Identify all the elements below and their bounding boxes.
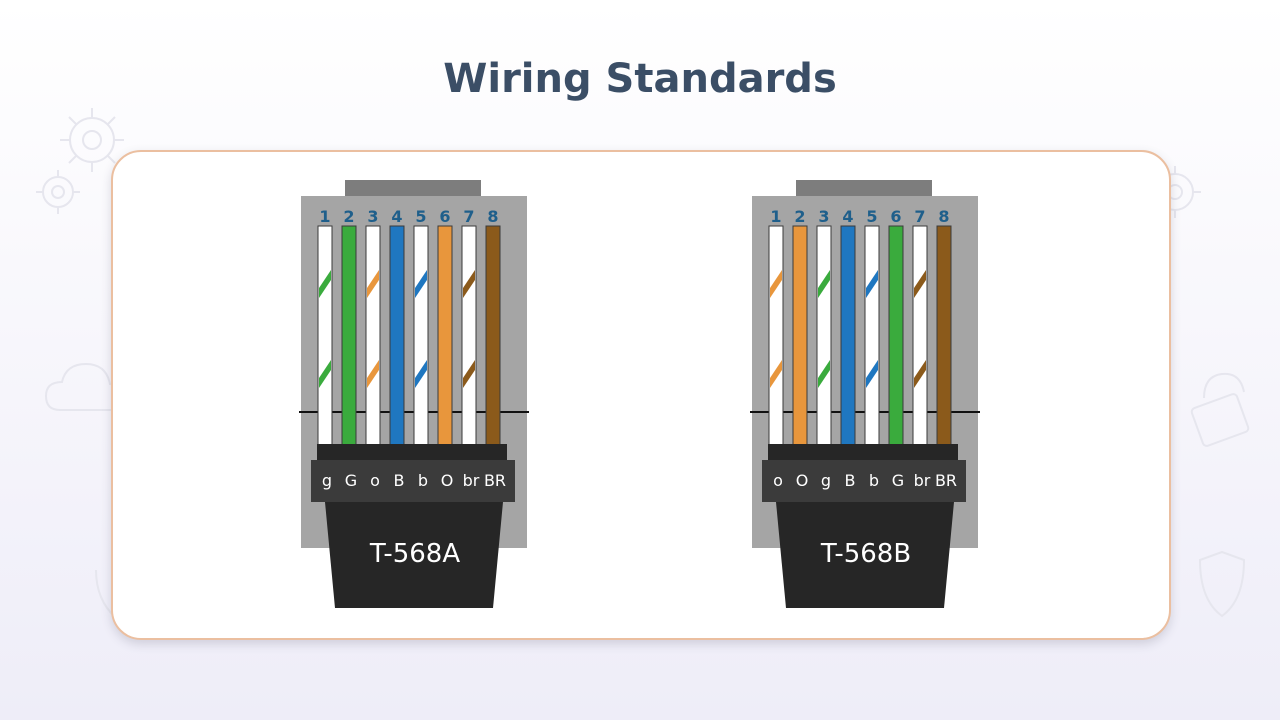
wire xyxy=(936,225,952,447)
wire-stripe xyxy=(463,360,475,388)
lock-icon xyxy=(1190,372,1250,447)
color-code-label: BR xyxy=(484,471,506,490)
content-card xyxy=(111,150,1171,640)
pin-number: 1 xyxy=(770,207,781,226)
pin-number: 6 xyxy=(890,207,901,226)
shield-icon xyxy=(1198,550,1246,618)
wire-stripe xyxy=(319,360,331,388)
wire-stripe xyxy=(866,360,878,388)
pin-number: 7 xyxy=(463,207,474,226)
standard-label: T-568A xyxy=(369,539,461,569)
color-code-label: o xyxy=(773,471,783,490)
pin-number: 4 xyxy=(842,207,853,226)
color-code-label: g xyxy=(821,471,831,490)
wire xyxy=(317,225,333,447)
wire-stripe xyxy=(914,270,926,298)
wire-pin-7: 7 xyxy=(912,207,928,447)
wire xyxy=(437,225,453,447)
color-code-bar xyxy=(762,460,966,502)
wire xyxy=(341,225,357,447)
wire xyxy=(389,225,405,447)
wire-pin-4: 4 xyxy=(840,207,856,447)
pin-number: 2 xyxy=(343,207,354,226)
wire-pin-4: 4 xyxy=(389,207,405,447)
wire xyxy=(816,225,832,447)
connector-clip xyxy=(796,180,932,196)
color-code-label: O xyxy=(796,471,809,490)
wire-stripe xyxy=(818,270,830,298)
wire xyxy=(912,225,928,447)
wire-stripe xyxy=(415,270,427,298)
wire xyxy=(413,225,429,447)
wire-pin-5: 5 xyxy=(413,207,429,447)
pin-number: 3 xyxy=(818,207,829,226)
pin-number: 6 xyxy=(439,207,450,226)
gear-icon xyxy=(36,170,80,214)
pin-number: 1 xyxy=(319,207,330,226)
connector-boot xyxy=(325,502,503,608)
page-title: Wiring Standards xyxy=(443,56,837,102)
standard-label: T-568B xyxy=(820,539,911,569)
color-code-label: b xyxy=(418,471,428,490)
wire-pin-3: 3 xyxy=(365,207,381,447)
pin-number: 3 xyxy=(367,207,378,226)
wire xyxy=(792,225,808,447)
gear-icon xyxy=(60,108,124,172)
color-code-label: br xyxy=(463,471,480,490)
wire-pin-5: 5 xyxy=(864,207,880,447)
color-code-label: g xyxy=(322,471,332,490)
wire-pin-1: 1 xyxy=(768,207,784,447)
wire-pin-1: 1 xyxy=(317,207,333,447)
color-code-label: B xyxy=(394,471,405,490)
wire xyxy=(768,225,784,447)
wire xyxy=(864,225,880,447)
color-code-label: B xyxy=(845,471,856,490)
color-code-label: b xyxy=(869,471,879,490)
wire-stripe xyxy=(367,270,379,298)
wire-stripe xyxy=(770,270,782,298)
wire xyxy=(365,225,381,447)
pin-number: 7 xyxy=(914,207,925,226)
gear-icon xyxy=(1149,166,1201,218)
color-code-label: br xyxy=(914,471,931,490)
wire-pin-6: 6 xyxy=(888,207,904,447)
color-code-label: G xyxy=(345,471,357,490)
color-code-label: O xyxy=(441,471,454,490)
pin-number: 4 xyxy=(391,207,402,226)
wire xyxy=(485,225,501,447)
wire-pin-6: 6 xyxy=(437,207,453,447)
wire-stripe xyxy=(770,360,782,388)
color-code-bar xyxy=(311,460,515,502)
wire-stripe xyxy=(367,360,379,388)
wire xyxy=(888,225,904,447)
wire-stripe xyxy=(818,360,830,388)
cable-jacket xyxy=(317,444,507,462)
wire-pin-7: 7 xyxy=(461,207,477,447)
wire-stripe xyxy=(319,270,331,298)
color-code-label: G xyxy=(892,471,904,490)
color-code-label: BR xyxy=(935,471,957,490)
connector-clip xyxy=(345,180,481,196)
cable-jacket xyxy=(768,444,958,462)
wire-pin-8: 8 xyxy=(936,207,952,447)
wire xyxy=(461,225,477,447)
wire-stripe xyxy=(914,360,926,388)
wire-stripe xyxy=(866,270,878,298)
pin-number: 5 xyxy=(415,207,426,226)
pin-number: 8 xyxy=(487,207,498,226)
pin-number: 2 xyxy=(794,207,805,226)
wire-pin-2: 2 xyxy=(792,207,808,447)
connector-boot xyxy=(776,502,954,608)
pin-number: 5 xyxy=(866,207,877,226)
wire-pin-8: 8 xyxy=(485,207,501,447)
wire-pin-3: 3 xyxy=(816,207,832,447)
color-code-label: o xyxy=(370,471,380,490)
wire-stripe xyxy=(463,270,475,298)
pin-number: 8 xyxy=(938,207,949,226)
wire xyxy=(840,225,856,447)
wire-pin-2: 2 xyxy=(341,207,357,447)
wire-stripe xyxy=(415,360,427,388)
